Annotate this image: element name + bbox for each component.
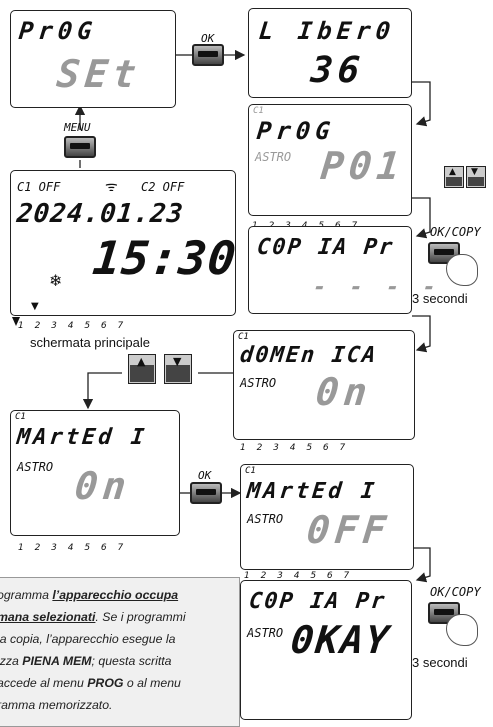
finger-icon bbox=[446, 614, 478, 646]
finger-icon bbox=[446, 254, 478, 286]
screen-copia-okay: C0P IA Pr ASTRO 0KAY bbox=[240, 580, 412, 720]
screen-value: P01 bbox=[319, 147, 407, 185]
arrow-off-to-okay bbox=[412, 548, 430, 580]
c1-label: C1 bbox=[238, 333, 249, 342]
down-arrow-icon: ▼ bbox=[471, 168, 478, 177]
screen-prog-p01: C1 Pr0G ASTRO P01 bbox=[248, 104, 412, 216]
down-button[interactable]: ▼ bbox=[164, 354, 192, 384]
ok-copy-label: OK/COPY bbox=[430, 226, 481, 238]
screen-value: 0n bbox=[314, 373, 374, 411]
menu-button[interactable] bbox=[64, 136, 96, 158]
snowflake-icon: ❄ bbox=[49, 271, 62, 290]
screen-main: C1 OFF ᯤ C2 OFF 2024.01.23 15:30 ❄ ▼ bbox=[10, 170, 236, 316]
screen-line1: MArtEd I bbox=[246, 481, 378, 503]
note-line: la copia, l’apparecchio esegue la bbox=[0, 628, 231, 650]
up-button[interactable]: ▲ bbox=[128, 354, 156, 384]
note-line: accede al menu PROG o al menu bbox=[0, 672, 231, 694]
screen-value: 36 bbox=[309, 53, 366, 89]
astro-label: ASTRO bbox=[247, 513, 283, 525]
screen-prog-set: Pr0G SEt bbox=[10, 10, 176, 108]
screen-value: 0n bbox=[73, 467, 133, 505]
note-line: mana selezionati. Se i programmi bbox=[0, 606, 231, 628]
screen-martedi-off: C1 MArtEd I ASTRO 0FF bbox=[240, 464, 414, 570]
arrow-libero-to-prog bbox=[412, 82, 430, 124]
up-arrow-icon: ▲ bbox=[137, 356, 145, 367]
ok-button[interactable] bbox=[190, 482, 222, 504]
c1-label: C1 bbox=[15, 413, 26, 422]
screen-martedi-on: C1 MArtEd I ASTRO 0n bbox=[10, 410, 180, 536]
down-arrow-icon: ▼ bbox=[173, 356, 181, 367]
info-note: ogramma l’apparecchio occupa mana selezi… bbox=[0, 577, 240, 727]
main-day-row: 1 2 3 4 5 6 7 bbox=[18, 322, 127, 331]
screen-value: 0KAY bbox=[289, 621, 393, 659]
c1-label: C1 bbox=[253, 107, 264, 116]
ok-label: OK bbox=[198, 470, 211, 481]
c1-status: C1 OFF bbox=[17, 181, 60, 193]
note-line: ogramma l’apparecchio occupa bbox=[0, 584, 231, 606]
ok-copy-label: OK/COPY bbox=[430, 586, 481, 598]
screen-line1: MArtEd I bbox=[16, 427, 148, 449]
c1-label: C1 bbox=[245, 467, 256, 476]
down-button[interactable]: ▼ bbox=[466, 166, 486, 188]
astro-label: ASTRO bbox=[240, 377, 276, 389]
screen-line1: C0P IA Pr bbox=[256, 237, 396, 259]
caption-three-seconds-2: 3 secondi bbox=[412, 656, 468, 669]
screen-line1: d0MEn ICA bbox=[239, 345, 379, 367]
antenna-icon: ᯤ bbox=[105, 177, 118, 196]
ok-button[interactable] bbox=[192, 44, 224, 66]
screen-line1: Pr0G bbox=[18, 19, 98, 43]
martedi-on-day-row: 1 2 3 4 5 6 7 bbox=[18, 544, 127, 553]
c2-status: C2 OFF bbox=[141, 181, 184, 193]
astro-label: ASTRO bbox=[255, 151, 291, 163]
up-button[interactable]: ▲ bbox=[444, 166, 464, 188]
screen-value: - - - - bbox=[312, 277, 442, 299]
domenica-day-row: 1 2 3 4 5 6 7 bbox=[240, 444, 349, 453]
astro-label: ASTRO bbox=[17, 461, 53, 473]
screen-line1: L IbEr0 bbox=[258, 19, 397, 43]
arrow-to-martedi-on bbox=[88, 373, 122, 408]
astro-label: ASTRO bbox=[247, 627, 283, 639]
screen-line1: Pr0G bbox=[256, 119, 336, 143]
date-display: 2024.01.23 bbox=[16, 201, 185, 227]
time-display: 15:30 bbox=[91, 235, 239, 281]
screen-value: SEt bbox=[55, 55, 143, 93]
up-arrow-icon: ▲ bbox=[449, 168, 456, 177]
ok-label: OK bbox=[201, 33, 214, 44]
screen-line1: C0P IA Pr bbox=[248, 591, 388, 613]
screen-domenica: C1 d0MEn ICA ASTRO 0n bbox=[233, 330, 415, 440]
menu-label: MENU bbox=[64, 122, 91, 133]
arrow-prog-to-copia bbox=[412, 198, 430, 236]
screen-value: 0FF bbox=[305, 511, 393, 549]
screen-copia-dashes: C0P IA Pr - - - - bbox=[248, 226, 412, 314]
caption-main-screen: schermata principale bbox=[30, 336, 150, 349]
note-line: izza PIENA MEM; questa scritta bbox=[0, 650, 231, 672]
screen-libero: L IbEr0 36 bbox=[248, 8, 412, 98]
day-marker-icon: ▼ bbox=[31, 301, 39, 312]
